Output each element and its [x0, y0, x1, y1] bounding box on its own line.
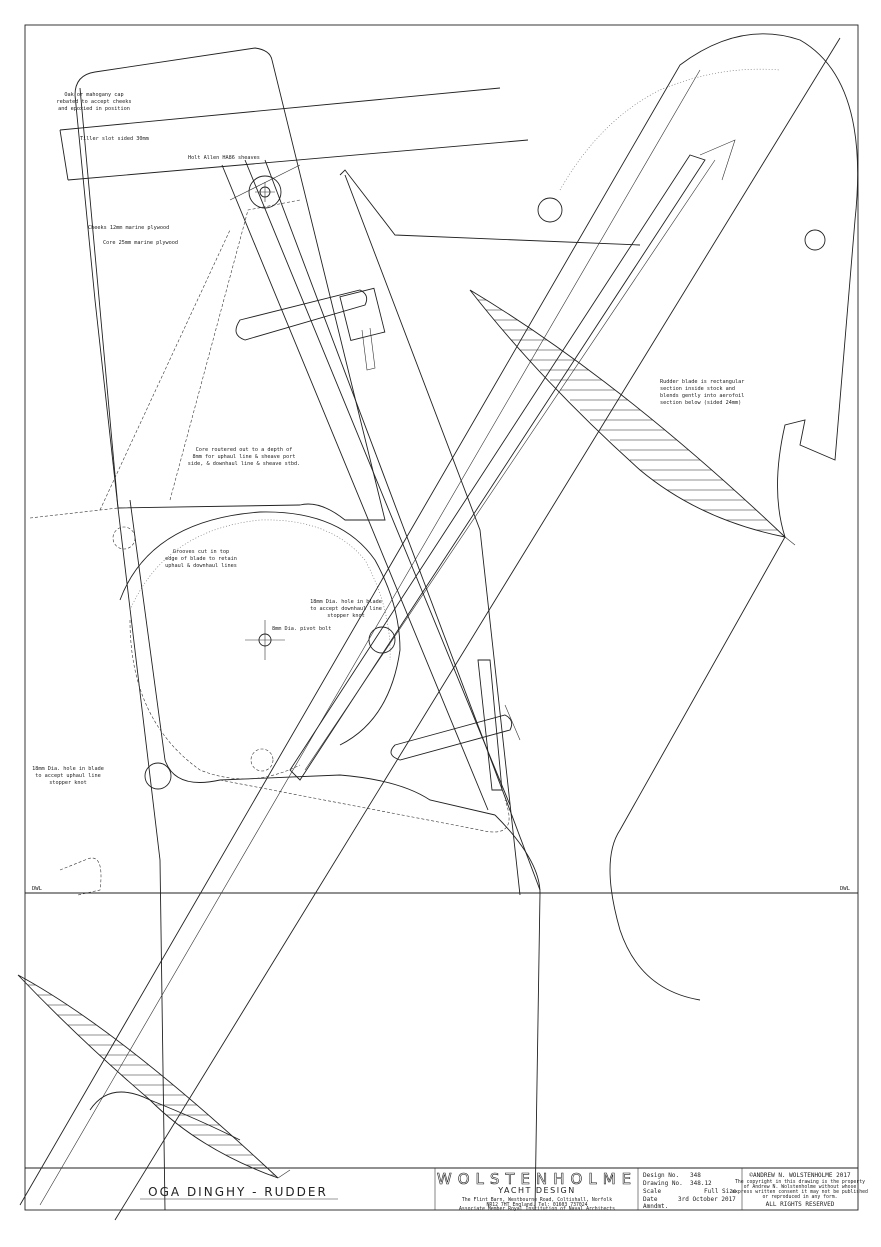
note-cap-2: rebated to accept cheeks [57, 99, 132, 105]
copyright-line-1: The copyright in this drawing is the pro… [735, 1179, 865, 1185]
note-cap-1: Oak or mahogany cap [64, 92, 123, 98]
note-uphaul-3: stopper knot [49, 780, 86, 786]
label-drawing: Drawing No. [643, 1180, 683, 1187]
address-line-1: The Flint Barn, Westbourne Road, Coltish… [462, 1197, 612, 1203]
note-downhaul-2: to accept downhaul line [310, 606, 382, 612]
note-pivot: 8mm Dia. pivot bolt [272, 626, 331, 632]
copyright-line-2: of Andrew N. Wolstenholme without whose [744, 1184, 857, 1190]
note-routered-3: side, & downhaul line & sheave stbd. [188, 461, 300, 467]
note-cheeks: Cheeks 12mm marine plywood [88, 225, 169, 231]
annotations: Oak or mahogany cap rebated to accept ch… [32, 92, 744, 786]
note-uphaul-1: 18mm Dia. hole in blade [32, 766, 104, 772]
note-sheaves: Holt Allen HA86 sheaves [188, 155, 260, 161]
aerofoil-section-lower [17, 974, 291, 1179]
note-grooves-1: Grooves cut in top [173, 549, 229, 555]
brand-logo: WOLSTENHOLME [437, 1170, 637, 1188]
label-scale: Scale [643, 1188, 661, 1195]
drawing-title: OGA DINGHY - RUDDER [148, 1185, 328, 1199]
sheet-border [24, 24, 859, 1211]
value-drawing: 348.12 [690, 1180, 712, 1187]
note-routered-1: Core routered out to a depth of [196, 447, 293, 453]
dwl-label-right: DWL [840, 886, 851, 892]
slot-upper [235, 287, 386, 371]
value-design: 348 [690, 1172, 701, 1179]
rudder-stock [74, 47, 496, 1211]
note-downhaul-3: stopper knot [327, 613, 364, 619]
address-line-2: NR12 7HT England. Tel: 01603 737024 [486, 1202, 587, 1208]
note-downhaul-1: 18mm Dia. hole in blade [310, 599, 382, 605]
title-block: OGA DINGHY - RUDDER WOLSTENHOLME YACHT D… [25, 1167, 868, 1212]
note-routered-2: 8mm for uphaul line & sheave port [192, 454, 295, 460]
note-blade-1: Rudder blade is rectangular [660, 379, 744, 385]
blade-raised [19, 33, 859, 1221]
blade-head [112, 511, 401, 790]
label-amndmt: Amndmt. [643, 1203, 668, 1210]
brand-subtitle: YACHT DESIGN [497, 1186, 575, 1195]
note-blade-3: blends gently into aerofoil [660, 393, 744, 399]
copyright-line-3: express written consent it may not be pu… [732, 1189, 868, 1195]
note-cap-3: and epoxied in position [58, 106, 130, 112]
label-date: Date [643, 1196, 658, 1203]
value-scale: Full Size [704, 1188, 737, 1195]
tiller [59, 87, 529, 181]
rights-reserved: ALL RIGHTS RESERVED [766, 1201, 835, 1208]
note-blade-2: section inside stock and [660, 386, 735, 392]
dwl-label-left: DWL [32, 886, 43, 892]
note-grooves-2: edge of blade to retain [165, 556, 237, 562]
slot-lower [390, 659, 521, 791]
member-line: Associate Member Royal Institution of Na… [459, 1206, 615, 1212]
aerofoil-section-upper [469, 289, 796, 546]
note-grooves-3: uphaul & downhaul lines [165, 563, 237, 569]
label-design: Design No. [643, 1172, 679, 1179]
note-uphaul-2: to accept uphaul line [35, 773, 101, 779]
value-date: 3rd October 2017 [678, 1196, 736, 1203]
note-blade-4: section below (sided 24mm) [660, 400, 741, 406]
note-core: Core 25mm marine plywood [103, 240, 178, 246]
note-tiller: Tiller slot sided 30mm [80, 136, 149, 142]
copyright: ©ANDREW N. WOLSTENHOLME 2017 [749, 1172, 851, 1179]
copyright-line-4: or reproduced in any form. [762, 1194, 837, 1200]
